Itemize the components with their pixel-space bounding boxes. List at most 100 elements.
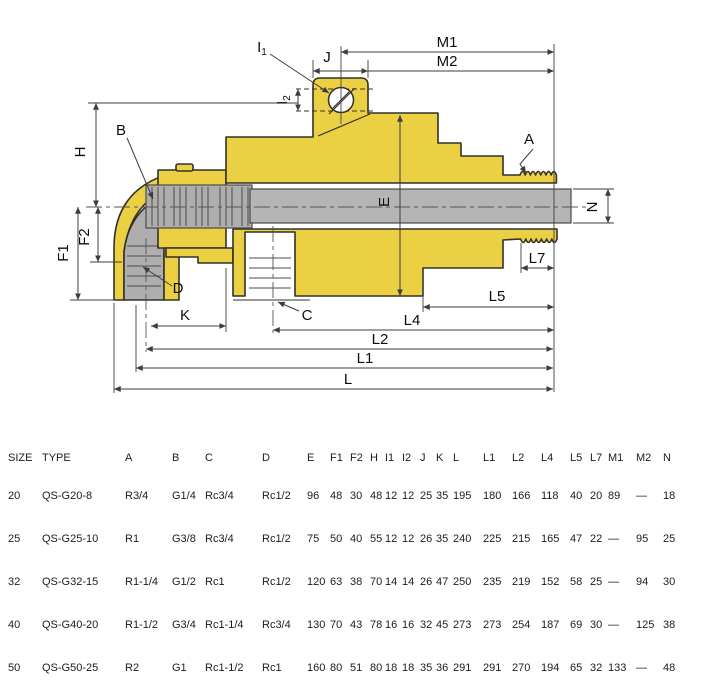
table-cell: Rc3/4 [262,618,291,631]
table-cell: 70 [370,575,383,588]
label-l4: L4 [404,312,421,329]
table-cell: 48 [370,489,383,502]
port-d-threads [127,245,161,287]
label-f2: F2 [76,228,93,246]
label-k: K [180,307,190,324]
leader-c [277,301,300,312]
table-cell: 291 [453,661,472,674]
table-cell: 63 [330,575,343,588]
leader-d [142,266,173,287]
technical-drawing: M1 M2 J I1 I2 A B H F2 F1 E N D K C L7 L… [55,34,614,393]
table-cell: 125 [636,618,655,631]
label-c: C [302,307,313,324]
table-cell: 20 [590,489,603,502]
table-cell: G3/4 [172,618,196,631]
col-header-d: D [262,452,270,464]
table-cell: 14 [385,575,398,588]
label-h: H [72,147,89,158]
col-header-l2: L2 [512,452,525,464]
table-cell: 30 [590,618,603,631]
table-cell: 180 [483,489,502,502]
table-cell: R1-1/4 [125,575,159,588]
table-cell: 18 [402,661,415,674]
table-cell: 75 [307,532,320,545]
centerlines [86,206,590,352]
table-cell: R1-1/2 [125,618,159,631]
table-cell: 78 [370,618,383,631]
table-cell: 58 [570,575,583,588]
shaft-main [249,188,572,224]
col-header-size: SIZE [8,452,33,464]
col-header-l1: L1 [483,452,496,464]
table-cell: 65 [570,661,583,674]
table-cell: 69 [570,618,583,631]
leader-a [519,148,534,174]
label-j: J [323,49,331,66]
table-cell: R2 [125,661,140,674]
table-cell: — [608,575,619,588]
table-cell: 47 [570,532,583,545]
table-cell: 25 [590,575,603,588]
col-header-f2: F2 [350,452,363,464]
table-cell: R1 [125,532,140,545]
table-cell: G1/2 [172,575,196,588]
table-cell: 36 [436,661,449,674]
label-l2: L2 [372,331,389,348]
table-cell: Rc3/4 [205,532,234,545]
table-cell: 118 [541,489,559,502]
table-cell: 70 [330,618,343,631]
table-cell: G3/8 [172,532,196,545]
table-cell: Rc1-1/4 [205,618,244,631]
col-header-i2: I2 [402,452,412,464]
col-header-c: C [205,452,213,464]
table-cell: 219 [512,575,531,588]
table-cell: 187 [541,618,560,631]
leader-b [126,137,154,200]
table-cell: 35 [436,532,449,545]
col-header-a: A [125,452,133,464]
col-header-m2: M2 [636,452,652,464]
table-cell: — [608,532,619,545]
col-header-n: N [663,452,671,464]
table-cell: 225 [483,532,502,545]
table-cell: 12 [402,532,415,545]
table-cell: G1/4 [172,489,196,502]
table-cell: 254 [512,618,531,631]
rotary-joint-body [113,77,558,301]
table-cell: 51 [350,661,363,674]
dimension-labels: M1 M2 J I1 I2 A B H F2 F1 E N D K C L7 L… [55,34,601,388]
shaft [145,184,572,229]
table-cell: 30 [663,575,676,588]
table-cell: 48 [330,489,343,502]
label-m1: M1 [437,34,458,51]
table-cell: 95 [636,532,649,545]
label-l7: L7 [529,250,546,267]
body-chamfer-line [317,113,371,137]
table-cell: 120 [307,575,326,588]
table-cell: Rc1/2 [262,575,291,588]
table-cell: 12 [385,532,398,545]
label-i2: I2 [274,95,293,105]
col-header-e: E [307,452,315,464]
table-cell: 273 [453,618,472,631]
table-cell: 166 [512,489,531,502]
label-l5: L5 [489,288,506,305]
table-cell: 38 [350,575,363,588]
table-cell: 47 [436,575,449,588]
table-cell: — [636,661,647,674]
table-cell: Rc3/4 [205,489,234,502]
table-cell: 130 [307,618,326,631]
col-header-f1: F1 [330,452,343,464]
table-cell: 26 [420,532,433,545]
table-cell: 18 [385,661,398,674]
table-cell: 133 [608,661,627,674]
label-e: E [376,197,393,207]
table-cell: 35 [420,661,433,674]
table-cell: — [636,489,647,502]
spline-lines [151,187,249,226]
